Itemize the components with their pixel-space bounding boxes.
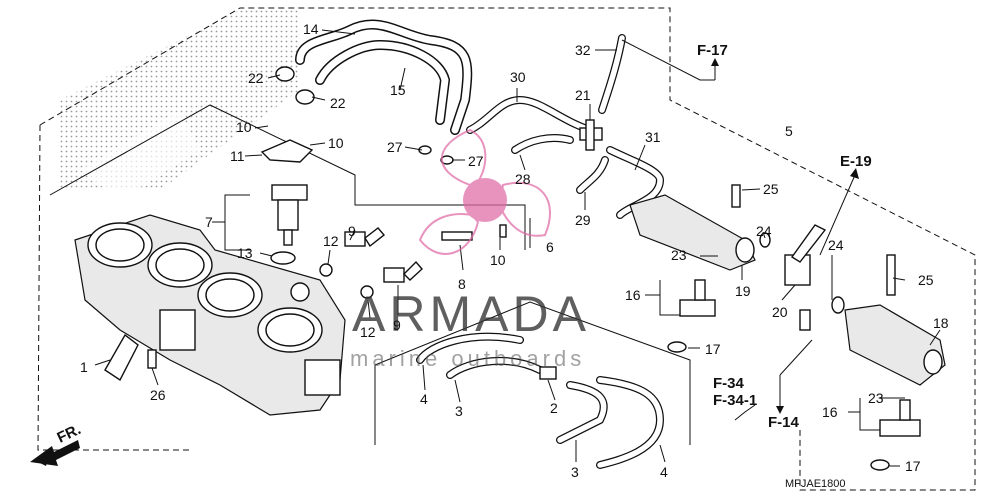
propeller-logo xyxy=(418,128,551,255)
callout-20: 20 xyxy=(772,304,788,320)
callout-23: 23 xyxy=(868,390,884,406)
callout-15: 15 xyxy=(390,82,406,98)
callout-4: 4 xyxy=(420,391,428,407)
callout-24: 24 xyxy=(828,237,844,253)
callout-23: 23 xyxy=(671,247,687,263)
callout-22: 22 xyxy=(330,95,346,111)
injector-16b xyxy=(870,399,921,471)
hose-14-15 xyxy=(295,19,473,135)
callout-9: 9 xyxy=(348,223,356,239)
brand-logo-shading xyxy=(60,10,300,200)
callout-19: 19 xyxy=(735,283,751,299)
callout-7: 7 xyxy=(205,214,213,230)
callout-12: 12 xyxy=(323,233,339,249)
callout-1: 1 xyxy=(80,359,88,375)
watermark-brand: ARMADA xyxy=(352,286,590,342)
ref-f-14: F-14 xyxy=(768,414,800,431)
callout-9: 9 xyxy=(393,317,401,333)
fuel-rail-19 xyxy=(629,184,771,271)
callout-16: 16 xyxy=(822,404,838,420)
callout-17: 17 xyxy=(905,458,921,474)
bracket-11 xyxy=(260,139,314,163)
ref-f-34-1: F-34-1 xyxy=(713,392,757,409)
callout-21: 21 xyxy=(575,87,591,103)
callout-13: 13 xyxy=(237,245,253,261)
callout-10: 10 xyxy=(328,135,344,151)
callout-5: 5 xyxy=(785,123,793,139)
callout-8: 8 xyxy=(458,276,466,292)
callout-29: 29 xyxy=(575,212,591,228)
callout-31: 31 xyxy=(645,129,661,145)
callout-4: 4 xyxy=(660,464,668,480)
callout-16: 16 xyxy=(625,287,641,303)
callout-3: 3 xyxy=(455,403,463,419)
callout-10: 10 xyxy=(236,119,252,135)
ref-e-19: E-19 xyxy=(840,153,872,170)
hose-29 xyxy=(576,156,609,194)
fittings xyxy=(275,66,507,299)
callout-18: 18 xyxy=(933,315,949,331)
callout-6: 6 xyxy=(546,239,554,255)
callout-14: 14 xyxy=(303,21,319,37)
callout-10: 10 xyxy=(490,252,506,268)
diagram-code: MFJAE1800 xyxy=(785,478,846,490)
part-callouts: 14 22 22 15 30 32 21 5 10 10 11 27 27 28… xyxy=(80,21,949,480)
callout-3: 3 xyxy=(571,464,579,480)
o-ring-13 xyxy=(270,251,296,265)
ref-f-34: F-34 xyxy=(713,375,745,392)
callout-12: 12 xyxy=(360,324,376,340)
callout-17: 17 xyxy=(705,341,721,357)
callout-25: 25 xyxy=(763,181,779,197)
callout-32: 32 xyxy=(575,42,591,58)
watermark-tagline: marine outboards xyxy=(350,346,585,371)
callout-25: 25 xyxy=(918,272,934,288)
lower-hose-outline xyxy=(374,301,691,445)
callout-2: 2 xyxy=(550,400,558,416)
callout-22: 22 xyxy=(248,70,264,86)
callout-27: 27 xyxy=(387,139,403,155)
callout-30: 30 xyxy=(510,69,526,85)
hose-3-4-lower xyxy=(416,332,665,469)
callout-27: 27 xyxy=(468,153,484,169)
callout-11: 11 xyxy=(230,148,245,164)
injector-16a xyxy=(667,279,716,353)
callout-28: 28 xyxy=(515,171,531,187)
callout-26: 26 xyxy=(150,387,166,403)
front-direction-arrow xyxy=(30,440,80,466)
joint-20 xyxy=(784,224,845,331)
hose-30 xyxy=(466,95,594,134)
ref-f-17: F-17 xyxy=(697,42,728,59)
fuel-rail-18 xyxy=(844,254,946,386)
front-label: FR. xyxy=(55,421,84,447)
sensor-7 xyxy=(271,184,308,246)
callout-24: 24 xyxy=(756,223,772,239)
assembly-outline xyxy=(37,7,976,491)
hose-28 xyxy=(511,134,574,154)
throttle-body xyxy=(74,214,346,416)
throttle-body-outline xyxy=(49,104,526,250)
hose-32 xyxy=(598,34,626,114)
